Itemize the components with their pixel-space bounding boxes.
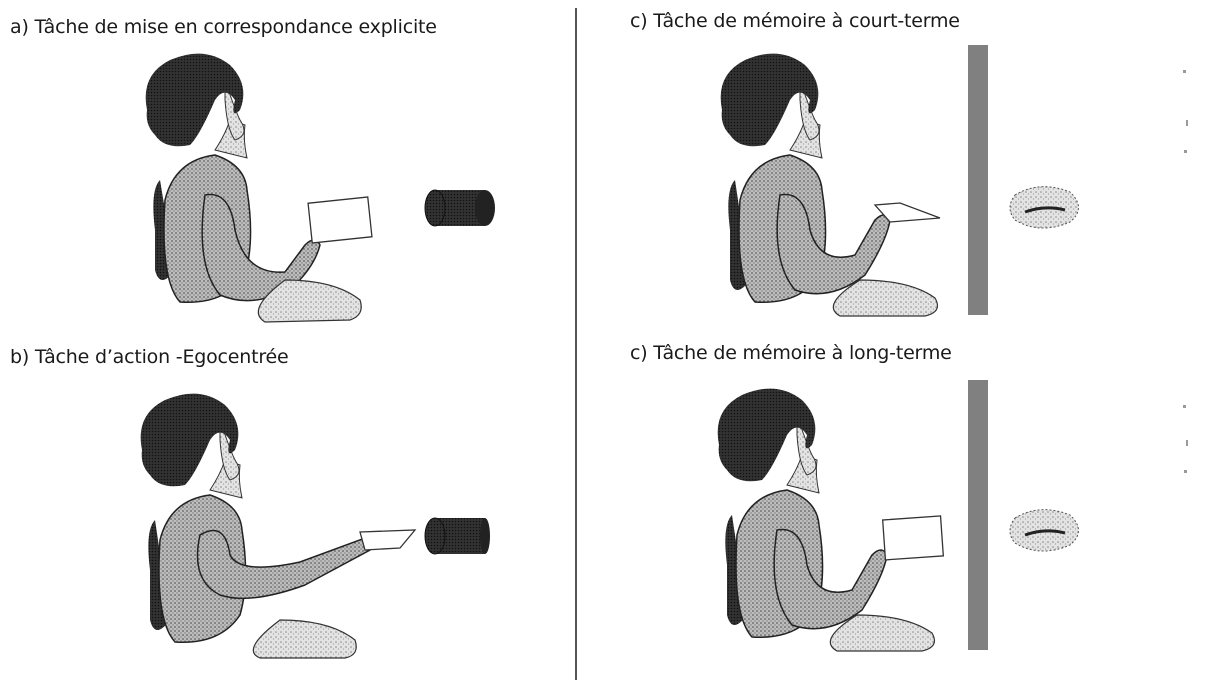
scan-speck: [1186, 120, 1188, 126]
cylinder-object: [424, 189, 495, 227]
panel-label-c-long-term: c) Tâche de mémoire à long-terme: [630, 342, 952, 364]
panel-label-c-short-term: c) Tâche de mémoire à court-terme: [630, 10, 960, 32]
scene-action-svg: [140, 393, 490, 659]
seated-person-figure: [140, 393, 417, 659]
scan-speck: [1183, 405, 1186, 408]
seated-person-figure: [720, 53, 941, 317]
scene-matching-task: [135, 40, 495, 330]
seated-person-figure: [717, 388, 945, 652]
seated-person-figure: [145, 53, 373, 323]
sensor-object: [1009, 509, 1079, 552]
scene-long-term-memory: [712, 370, 1092, 670]
scene-short-term-svg: [720, 45, 1079, 317]
occluding-screen: [968, 45, 988, 315]
panel-label-a: a) Tâche de mise en correspondance expli…: [10, 16, 437, 38]
sensor-object: [1009, 186, 1079, 229]
cylinder-object: [424, 517, 490, 555]
scan-speck: [1184, 150, 1187, 153]
occluding-screen: [968, 380, 988, 650]
scan-speck: [1186, 440, 1188, 446]
scene-long-term-svg: [717, 380, 1079, 652]
scene-matching-svg: [145, 53, 495, 323]
scene-short-term-memory: [715, 40, 1095, 330]
scene-action-task: [130, 370, 490, 660]
panel-label-b: b) Tâche d’action -Egocentrée: [10, 346, 289, 368]
scan-speck: [1183, 70, 1186, 73]
scan-speck: [1184, 470, 1187, 473]
vertical-divider: [575, 8, 577, 680]
